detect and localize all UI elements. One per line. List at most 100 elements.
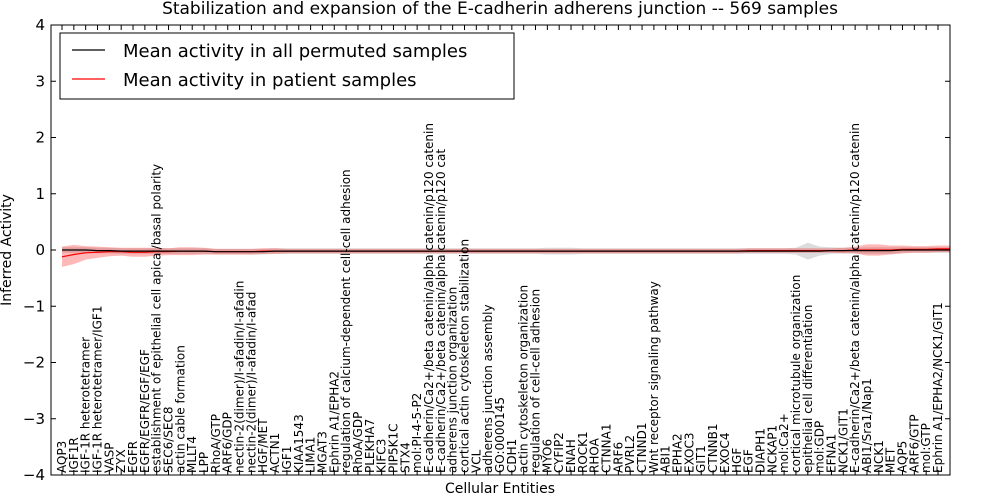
x-category-label: ABI1/Sra1/Nap1: [860, 378, 874, 473]
x-category-label: cortical microtubule organization: [789, 275, 803, 473]
x-category-label: CYFIP2: [552, 432, 566, 473]
plot-area: [50, 24, 951, 476]
x-category-label: GIT1: [694, 445, 708, 473]
x-category-label: IGF1: [280, 446, 294, 473]
y-tick-label: −1: [23, 297, 45, 315]
y-tick-label: −4: [23, 466, 45, 484]
x-category-label: ARF6: [611, 442, 625, 473]
x-category-label: nectin-2(dimer)/I-afadin/I-afadin: [233, 281, 247, 473]
x-category-label: EXOC4: [718, 433, 732, 474]
x-category-label: MYO6: [540, 439, 554, 473]
x-category-label: MGAT3: [315, 431, 329, 473]
x-category-label: HGF/MET: [256, 418, 270, 473]
x-category-label: epithelial cell differentiation: [801, 305, 815, 473]
legend-box: [59, 32, 515, 100]
legend-label-permuted: Mean activity in all permuted samples: [123, 41, 467, 62]
band-patient: [62, 244, 950, 267]
x-category-label: EGFR/EGFR/EGF/EGF: [138, 349, 152, 473]
x-category-label: regulation of cell-cell adhesion: [529, 289, 543, 473]
x-category-label: VASP: [102, 442, 116, 473]
x-category-label: CTNND1: [635, 422, 649, 473]
y-tick-label: 0: [35, 241, 45, 259]
x-category-label: ZYX: [114, 449, 128, 473]
x-category-label: NCKAP1: [765, 425, 779, 473]
x-category-label: IGF-1R heterotetramer: [79, 337, 93, 473]
x-category-label: GO:0000145: [493, 397, 507, 473]
y-tick-label: 4: [35, 16, 45, 34]
x-category-label: AQP5: [896, 441, 910, 473]
x-category-label: adherens junction assembly: [481, 304, 495, 473]
x-category-label: IGF1R: [67, 437, 81, 473]
x-category-label: RhoA/GDP: [351, 412, 365, 473]
x-category-label: E-cadherin/Ca2+/beta catenin/alpha caten…: [848, 123, 862, 473]
x-axis-label: Cellular Entities: [445, 481, 555, 497]
x-category-label: nectin-2(dimer)/I-afadin/I-afad: [244, 292, 258, 473]
x-category-label: Ephrin A1/EPHA2/NCK1/GIT1: [931, 302, 945, 473]
x-category-label: KIFC3: [375, 439, 389, 473]
x-category-label: Ephrin A1/EPHA2: [327, 371, 341, 473]
x-category-label: ARF6/GTP: [907, 414, 921, 473]
y-tick-label: −3: [23, 410, 45, 428]
x-category-label: NCK1: [872, 440, 886, 473]
axis-ticks: [51, 24, 950, 476]
x-category-label: mol:GTP: [919, 423, 933, 473]
x-category-label: actin cytoskeleton organization: [517, 285, 531, 473]
chart-title: Stabilization and expansion of the E-cad…: [162, 0, 838, 19]
confidence-bands: [62, 242, 950, 267]
x-category-label: PLEKHA7: [363, 419, 377, 473]
x-category-label: VCL: [469, 449, 483, 473]
x-category-label: AQP3: [55, 441, 69, 473]
x-category-label: NCK1/GIT1: [836, 408, 850, 473]
series-line-permuted: [62, 249, 950, 253]
x-category-label: DIAPH1: [753, 428, 767, 473]
x-category-label: STX4: [398, 442, 412, 473]
y-tick-labels: 4 3 2 1 0 −1 −2 −3 −4: [23, 16, 45, 484]
x-category-label: mol:Ca2+: [777, 413, 791, 473]
x-category-label: regulation of calcium-dependent cell-cel…: [339, 169, 353, 473]
y-tick-label: 3: [35, 72, 45, 90]
x-category-label: ACTN1: [268, 433, 282, 473]
x-category-label: PVRL2: [623, 435, 637, 473]
x-category-label: E-cadherin/Ca2+/beta catenin/alpha caten…: [422, 123, 436, 473]
x-category-label: EXOC3: [682, 433, 696, 474]
x-category-label: RHOA: [588, 437, 602, 473]
x-category-label: E-cadherin/Ca2+/beta catenin/alpha caten…: [434, 149, 448, 473]
legend-label-patient: Mean activity in patient samples: [123, 70, 417, 91]
x-category-label: LPP: [197, 452, 211, 473]
x-category-label: ABI1: [659, 445, 673, 473]
x-category-label: IGF-1R heterotetramer/IGF1: [91, 306, 105, 473]
x-category-label: EPHA2: [671, 433, 685, 473]
x-category-label: LIMA1: [304, 437, 318, 473]
x-category-label: CTNNB1: [706, 423, 720, 473]
x-category-label: Wnt receptor signaling pathway: [647, 281, 661, 473]
x-category-label: mol:PI-4-5-P2: [410, 393, 424, 473]
y-tick-label: 1: [35, 185, 45, 203]
x-category-label: PIP5K1C: [387, 423, 401, 473]
x-category-label: adherens junction organization: [446, 287, 460, 473]
x-category-label: ARF6/GDP: [221, 412, 235, 473]
x-category-label: actin cable formation: [173, 345, 187, 473]
y-tick-label: 2: [35, 129, 45, 147]
x-category-label: establishment of epithelial cell apical/…: [150, 164, 164, 473]
x-category-label: EGF: [742, 449, 756, 473]
y-axis-label: Inferred Activity: [0, 194, 15, 306]
x-category-label: EFNA1: [825, 434, 839, 473]
x-category-label: RhoA/GTP: [209, 414, 223, 473]
legend: Mean activity in all permuted samples Me…: [59, 32, 515, 100]
x-category-label: mol:GDP: [813, 421, 827, 473]
x-category-label: MLLT4: [185, 436, 199, 473]
x-category-label: CTNNA1: [600, 423, 614, 473]
x-category-label: KIAA1543: [292, 414, 306, 473]
x-category-label: ENAH: [564, 439, 578, 473]
series-lines: [61, 248, 950, 258]
x-category-label: ROCK1: [576, 431, 590, 473]
x-category-label: MET: [884, 447, 898, 473]
x-category-label: HGF: [730, 448, 744, 473]
x-category-label: EGFR: [126, 441, 140, 473]
x-category-label: cortical actin cytoskeleton stabilizatio…: [458, 239, 472, 473]
y-tick-label: −2: [23, 354, 45, 372]
x-category-label: CDH1: [505, 439, 519, 473]
x-category-label: SEC6/SEC8: [162, 407, 176, 473]
